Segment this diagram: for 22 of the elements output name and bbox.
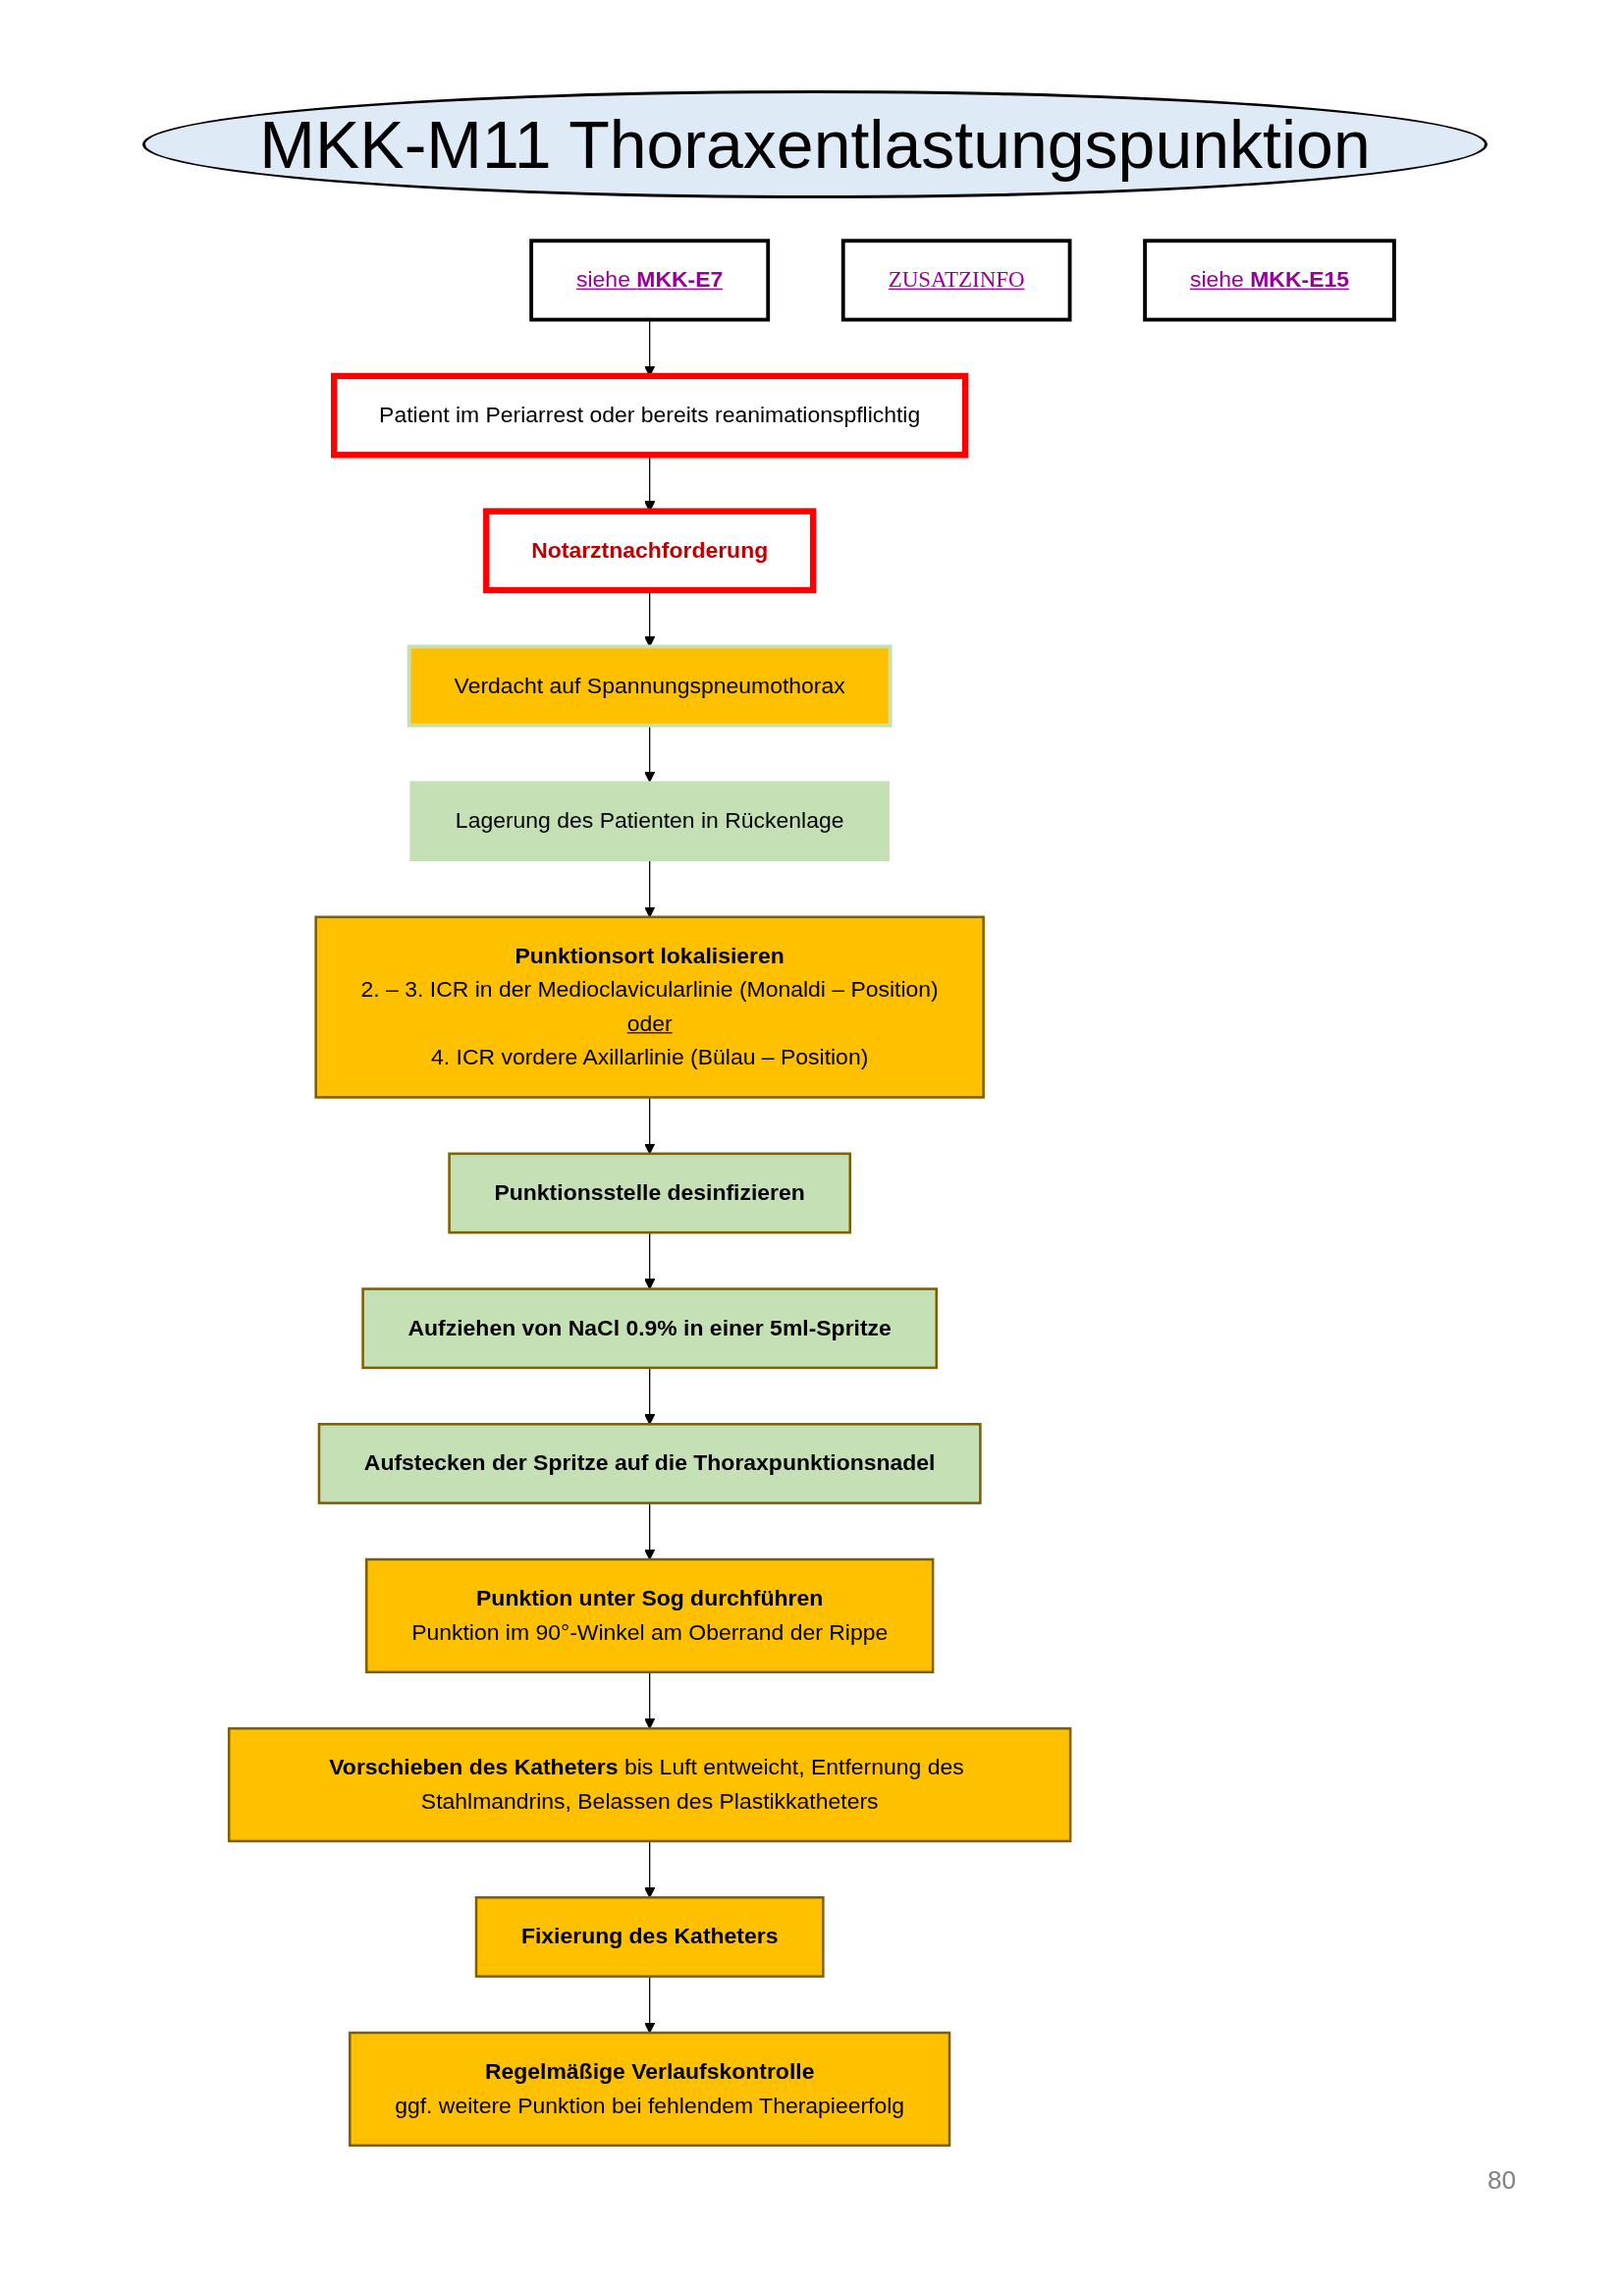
node-box: Aufziehen von NaCl 0.9% in einer 5ml-Spritze (361, 1287, 939, 1370)
node-box: Verdacht auf Spannungspneumothorax (407, 644, 893, 728)
arrow (644, 1976, 656, 2034)
node-box: Notarztnachforderung (483, 508, 817, 594)
node-box: ZUSATZINFO (841, 239, 1072, 322)
node-box: Patient im Periarrest oder bereits reanimationspflichtig (331, 372, 969, 459)
arrow (644, 1671, 656, 1729)
arrow (644, 725, 656, 783)
node-box: Punktionsstelle desinfizieren (448, 1152, 852, 1234)
node-box: siehe MKK-E7 (529, 239, 771, 322)
node-box: Punktionsort lokalisieren 2. – 3. ICR in der Medioclavicularlinie (Monaldi – Position) oder 4. ICR vordere Axillarlinie (Bülau – Position) (314, 915, 986, 1099)
node-box: siehe MKK-E15 (1143, 239, 1397, 322)
title: MKK-M11 Thoraxentlastungspunktion (142, 90, 1488, 198)
page-number: 80 (1488, 2165, 1516, 2196)
node-box: Fixierung des Katheters (475, 1896, 826, 1978)
arrow (644, 1367, 656, 1425)
node-box: Punktion unter Sog durchführen Punktion im 90°-Winkel am Oberrand der Rippe (365, 1557, 935, 1674)
node-box: Aufstecken der Spritze auf die Thoraxpunktionsnadel (318, 1423, 983, 1504)
node-box: Vorschieben des Katheters bis Luft entweicht, Entfernung des Stahlmandrins, Belassen des Plastikkatheters (228, 1726, 1072, 1843)
node-box: Regelmäßige Verlaufskontrolle ggf. weitere Punktion bei fehlendem Therapieerfolg (349, 2031, 951, 2148)
arrow (644, 1840, 656, 1898)
node-box: Lagerung des Patienten in Rückenlage (409, 781, 891, 862)
